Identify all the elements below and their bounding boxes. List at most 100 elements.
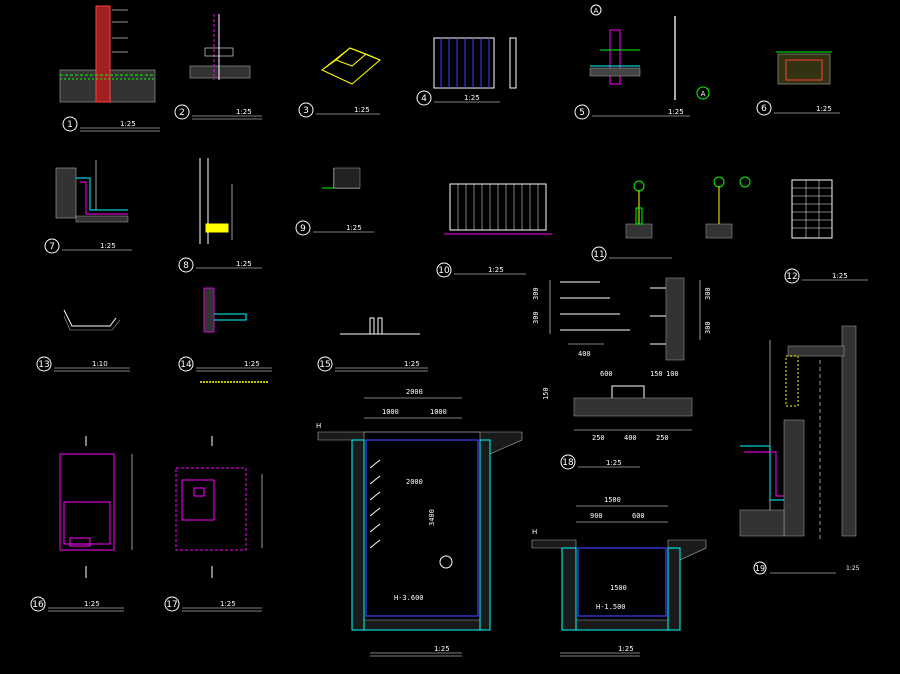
detail-marker <box>178 257 194 273</box>
scale-label: 1:25 <box>354 106 370 114</box>
scale-label: 1:25 <box>846 565 860 572</box>
detail-marker <box>416 90 432 106</box>
svg-text:1500: 1500 <box>610 584 627 592</box>
detail-1: 1 1:25 <box>59 5 160 132</box>
svg-text:H-3.600: H-3.600 <box>394 594 424 602</box>
detail-marker <box>30 596 46 612</box>
detail-number: 6 <box>761 104 767 114</box>
detail-7: 7 1:25 <box>44 160 132 254</box>
svg-text:300: 300 <box>532 311 540 324</box>
svg-text:900: 900 <box>590 512 603 520</box>
scale-label: 1:25 <box>404 360 420 368</box>
svg-text:H: H <box>532 528 537 536</box>
detail-number: 15 <box>319 360 330 370</box>
detail-number: 12 <box>786 272 797 282</box>
detail-3: 3 1:25 <box>298 47 381 118</box>
detail-number: 9 <box>300 224 306 234</box>
svg-text:100: 100 <box>666 370 679 378</box>
scale-label: 1:25 <box>220 600 236 608</box>
detail-marker <box>560 454 576 470</box>
detail-number: 17 <box>166 600 177 610</box>
svg-text:2000: 2000 <box>406 388 423 396</box>
detail-number: 3 <box>303 106 309 116</box>
scale-label: 1:25 <box>434 645 450 653</box>
detail-marker <box>574 104 590 120</box>
svg-text:150: 150 <box>542 387 550 400</box>
detail-marker <box>317 356 333 372</box>
svg-text:150: 150 <box>650 370 663 378</box>
svg-text:600: 600 <box>632 512 645 520</box>
scale-label: 1:25 <box>618 645 634 653</box>
detail-number: 19 <box>755 564 765 573</box>
svg-text:300: 300 <box>704 287 712 300</box>
detail-marker <box>164 596 180 612</box>
detail-13: 13 1:10 <box>36 309 130 372</box>
svg-text:A: A <box>701 90 706 98</box>
detail-15: 15 1:25 <box>317 317 428 372</box>
svg-text:H-1.500: H-1.500 <box>596 603 626 611</box>
detail-14: 14 1:25 <box>178 287 272 383</box>
svg-text:1500: 1500 <box>604 496 621 504</box>
detail-marker <box>436 262 452 278</box>
svg-text:A: A <box>594 7 599 15</box>
detail-number: 13 <box>38 360 49 370</box>
scale-label: 1:25 <box>100 242 116 250</box>
scale-label: 1:25 <box>244 360 260 368</box>
detail-10: 10 1:25 <box>436 183 552 278</box>
detail-marker <box>298 102 314 118</box>
detail-number: 8 <box>183 261 189 271</box>
pit-section-2: H 1500 900 600 1500 H-1.500 1:25 <box>531 496 707 657</box>
detail-number: 7 <box>49 242 55 252</box>
scale-label: 1:25 <box>464 94 480 102</box>
svg-text:300: 300 <box>704 321 712 334</box>
scale-label: 1:25 <box>236 260 252 268</box>
detail-18: 300 300 400 300 300 250 400 250 600 150 … <box>532 277 712 470</box>
detail-marker <box>36 356 52 372</box>
detail-marker <box>753 561 767 575</box>
detail-11: 11 <box>591 176 751 262</box>
detail-number: 5 <box>579 108 585 118</box>
svg-text:1000: 1000 <box>382 408 399 416</box>
svg-text:250: 250 <box>656 434 669 442</box>
svg-text:3400: 3400 <box>428 509 436 526</box>
scale-label: 1:25 <box>346 224 362 232</box>
svg-text:H: H <box>316 422 321 430</box>
detail-marker <box>44 238 60 254</box>
detail-16: 16 1:25 <box>30 436 133 612</box>
svg-text:300: 300 <box>532 287 540 300</box>
svg-text:600: 600 <box>600 370 613 378</box>
svg-text:2000: 2000 <box>406 478 423 486</box>
detail-marker <box>784 268 800 284</box>
svg-text:1000: 1000 <box>430 408 447 416</box>
scale-label: 1:25 <box>84 600 100 608</box>
detail-number: 4 <box>421 94 427 104</box>
pit-section-1: H 2000 1000 1000 2000 3400 H-3.600 1:25 <box>316 388 523 657</box>
scale-label: 1:10 <box>92 360 108 368</box>
scale-label: 1:25 <box>832 272 848 280</box>
detail-marker <box>756 100 772 116</box>
scale-label: 1:25 <box>236 108 252 116</box>
detail-marker <box>62 116 78 132</box>
scale-label: 1:25 <box>606 459 622 467</box>
detail-5: A A 5 1:25 <box>574 4 710 120</box>
detail-9: 9 1:25 <box>295 167 374 236</box>
svg-text:250: 250 <box>592 434 605 442</box>
detail-number: 16 <box>32 600 44 610</box>
detail-4: 4 1:25 <box>416 37 517 106</box>
scale-label: 1:25 <box>488 266 504 274</box>
detail-number: 11 <box>593 250 604 260</box>
detail-marker <box>591 246 607 262</box>
detail-number: 18 <box>562 458 574 468</box>
scale-label: 1:25 <box>668 108 684 116</box>
detail-marker <box>174 104 190 120</box>
detail-number: 1 <box>67 120 73 130</box>
detail-number: 2 <box>179 108 185 118</box>
detail-marker <box>295 220 311 236</box>
detail-number: 10 <box>438 266 450 276</box>
detail-8: 8 1:25 <box>178 158 262 273</box>
detail-6: 6 1:25 <box>756 51 840 116</box>
detail-2: 2 1:25 <box>174 14 262 120</box>
detail-12: 12 1:25 <box>784 179 868 284</box>
svg-text:400: 400 <box>578 350 591 358</box>
